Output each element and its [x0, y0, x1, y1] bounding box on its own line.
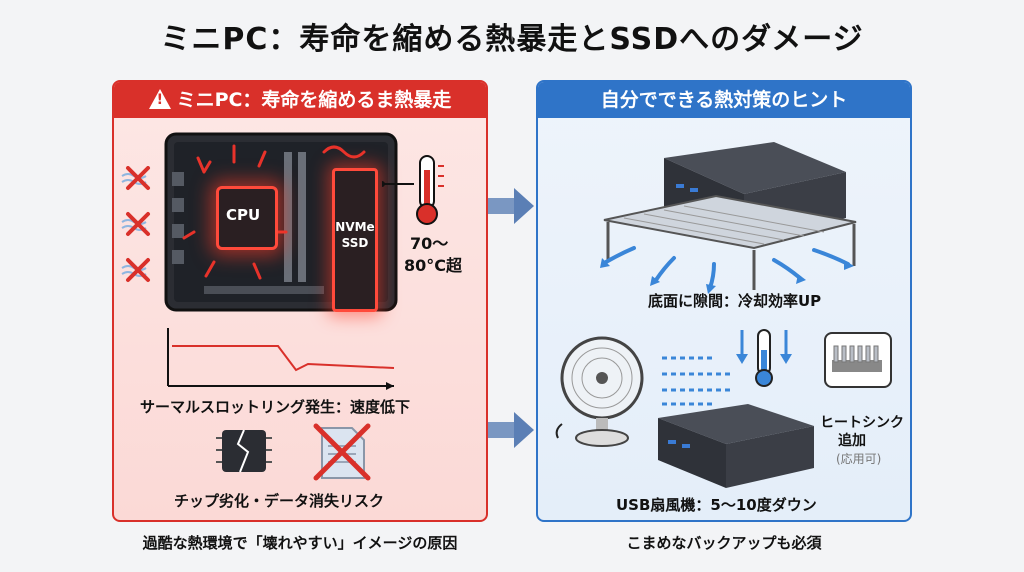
- risk-caption: チップ劣化・データ消失リスク: [174, 492, 385, 510]
- arrow-right-icon: [488, 412, 534, 448]
- arrow-right-icon: [488, 188, 534, 224]
- thermometer-icon: [382, 155, 444, 225]
- heatsink-label-2: 追加: [838, 433, 866, 449]
- left-footer: 過酷な熱環境で「壊れやすい」イメージの原因: [142, 534, 458, 552]
- blocked-airflow-icons: [121, 166, 150, 282]
- cool-thermometer-icon: [736, 329, 792, 387]
- overheat-panel: !ミニPC：寿命を縮めるま熱暴走 CPU NVMe: [112, 80, 488, 522]
- cracked-chip-icon: [216, 429, 272, 473]
- right-footer: こまめなバックアップも必須: [626, 534, 822, 552]
- cooling-tips-panel: 自分でできる熱対策のヒント 底面に隙間：冷却効率UP: [536, 80, 912, 522]
- page-title: ミニPC：寿命を縮める熱暴走とSSDへのダメージ: [160, 22, 864, 57]
- cpu-chip: [216, 186, 278, 250]
- heatsink-icon: [832, 345, 882, 372]
- cpu-label: CPU: [226, 206, 261, 224]
- data-loss-icon: [313, 423, 371, 481]
- cooling-panel-header: 自分でできる熱対策のヒント: [538, 82, 910, 118]
- overheat-panel-header: !ミニPC：寿命を縮めるま熱暴走: [114, 82, 486, 118]
- throttle-caption: サーマルスロットリング発生：速度低下: [140, 398, 411, 416]
- heatsink-note: (応用可): [836, 452, 882, 466]
- airflow-arrows: [662, 356, 732, 406]
- overheat-header-text: ミニPC：寿命を縮めるま熱暴走: [176, 89, 452, 111]
- temp-label-1: 70〜: [410, 234, 449, 253]
- nvme-ssd: [332, 168, 378, 312]
- temp-label-2: 80°C超: [404, 256, 463, 275]
- fan-caption: USB扇風機：5〜10度ダウン: [616, 496, 817, 514]
- stand-caption: 底面に隙間：冷却効率UP: [648, 292, 822, 310]
- ssd-label-1: NVMe: [335, 220, 375, 234]
- usb-fan-icon: [555, 336, 644, 447]
- minipc-with-fan: [658, 404, 814, 488]
- throttle-graph: [167, 328, 395, 390]
- warning-icon: !: [148, 89, 171, 109]
- ssd-label-2: SSD: [341, 236, 369, 250]
- heatsink-label-1: ヒートシンク: [820, 415, 904, 431]
- minipc-on-stand: [600, 142, 857, 294]
